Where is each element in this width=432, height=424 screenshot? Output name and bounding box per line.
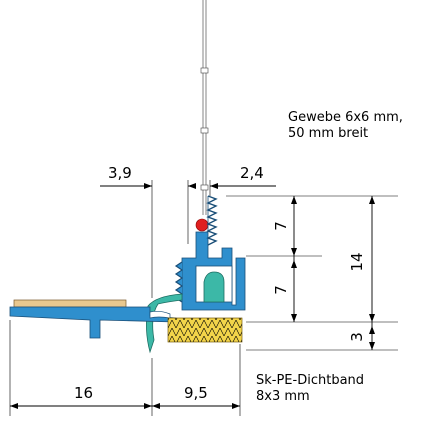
dimension-lower-7: 7 [272, 256, 297, 322]
dimension-total-14: 14 [348, 196, 375, 322]
dim-9-5-label: 9,5 [184, 384, 208, 402]
dimension-gap-left: 3,9 [100, 164, 196, 189]
base-flange [9, 299, 177, 339]
dim-3-label: 3 [348, 332, 366, 342]
dim-upper-7-label: 7 [272, 221, 290, 231]
tape-label-line2: 8x3 mm [256, 389, 310, 404]
tape-label-line1: Sk-PE-Dichtband [256, 373, 364, 388]
fabric-mesh [200, 0, 209, 215]
dim-14-label: 14 [348, 252, 366, 271]
elastic-seal [146, 271, 225, 354]
sealing-bead [195, 218, 209, 232]
dim-16-label: 16 [74, 384, 93, 402]
dimension-upper-7: 7 [272, 196, 297, 256]
dimension-gap-right: 2,4 [210, 164, 276, 189]
fabric-label-line2: 50 mm breit [288, 126, 368, 141]
dim-lower-7-label: 7 [272, 285, 290, 295]
dimension-tape-3: 3 [348, 322, 375, 350]
extension-lines [9, 180, 398, 416]
dim-2-4-label: 2,4 [240, 164, 264, 182]
dim-3-9-label: 3,9 [108, 164, 132, 182]
fabric-label-line1: Gewebe 6x6 mm, [288, 110, 403, 125]
sealing-tape [167, 317, 243, 343]
dimension-bottom-16: 16 [10, 384, 152, 409]
dimension-bottom-9-5: 9,5 [152, 384, 240, 409]
